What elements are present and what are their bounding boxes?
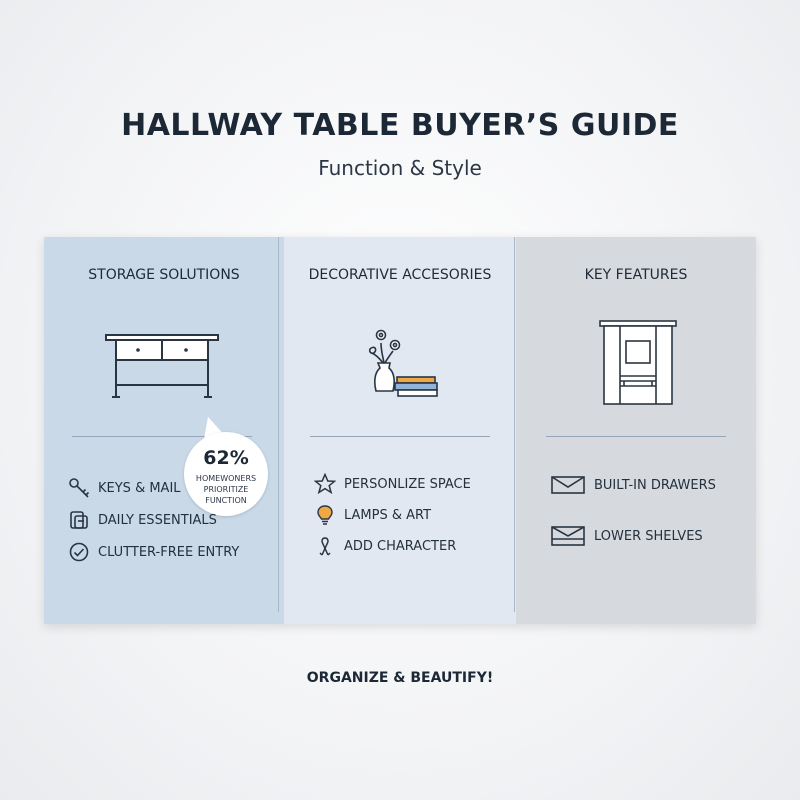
list-item-personalize: PERSONLIZE SPACE <box>314 473 471 495</box>
footer-tagline: ORGANIZE & BEAUTIFY! <box>306 670 494 686</box>
panel-title-features: KEY FEATURES <box>584 267 688 283</box>
list-item-lower-shelves: LOWER SHELVES <box>550 525 703 547</box>
panel-key-features: KEY FEATURES <box>516 237 756 624</box>
stat-percentage: 62% <box>203 447 249 469</box>
stat-caption-line: FUNCTION <box>205 496 247 505</box>
panel-divider <box>546 436 726 437</box>
vase-and-books-icon <box>368 329 438 397</box>
list-item-clutter-free: CLUTTER-FREE ENTRY <box>68 541 239 563</box>
list-item-label: CLUTTER-FREE ENTRY <box>98 544 240 560</box>
star-icon <box>314 473 336 495</box>
list-item-built-in-drawers: BUILT-IN DRAWERS <box>550 474 716 496</box>
list-item-label: DAILY ESSENTIALS <box>98 512 217 528</box>
console-table-icon <box>105 334 219 398</box>
check-circle-icon <box>69 542 89 562</box>
stat-caption-line: HOMEWONERS <box>195 474 257 483</box>
panel-separator <box>278 237 279 612</box>
stat-caption: HOMEWONERS PRIORITIZE FUNCTION <box>184 473 268 506</box>
ribbon-icon <box>319 537 331 556</box>
wallet-icon <box>70 511 88 529</box>
list-item-keys-mail: KEYS & MAIL <box>68 477 181 499</box>
list-item-label: KEYS & MAIL <box>98 480 181 496</box>
lightbulb-icon <box>317 505 333 525</box>
list-item-lamps-art: LAMPS & ART <box>314 504 431 526</box>
list-item-label: BUILT-IN DRAWERS <box>594 477 716 493</box>
page-title: HALLWAY TABLE BUYER’S GUIDE <box>121 108 679 143</box>
panel-separator <box>514 237 515 612</box>
shelf-icon <box>551 526 585 546</box>
panel-storage-solutions: STORAGE SOLUTIONS 62% HOMEWONERS <box>44 237 284 624</box>
panel-divider <box>310 436 490 437</box>
list-item-label: LAMPS & ART <box>344 507 432 523</box>
panel-title-decor: DECORATIVE ACCESORIES <box>308 267 492 283</box>
list-item-label: LOWER SHELVES <box>594 528 703 544</box>
stat-speech-bubble: 62% HOMEWONERS PRIORITIZE FUNCTION <box>184 432 268 516</box>
panel-title-storage: STORAGE SOLUTIONS <box>88 267 240 283</box>
list-item-add-character: ADD CHARACTER <box>314 535 456 557</box>
stat-caption-line: PRIORITIZE <box>203 485 249 494</box>
list-item-label: PERSONLIZE SPACE <box>344 476 471 492</box>
list-item-daily-essentials: DAILY ESSENTIALS <box>68 509 217 531</box>
page-subtitle: Function & Style <box>318 156 482 180</box>
panel-divider <box>72 436 252 437</box>
key-icon <box>69 478 90 498</box>
list-item-label: ADD CHARACTER <box>344 538 457 554</box>
cabinet-icon <box>599 320 677 405</box>
panels-container: STORAGE SOLUTIONS 62% HOMEWONERS <box>44 237 756 624</box>
panel-decorative-accessories: DECORATIVE ACCESORIES PERS <box>284 237 516 624</box>
drawer-icon <box>551 476 585 494</box>
